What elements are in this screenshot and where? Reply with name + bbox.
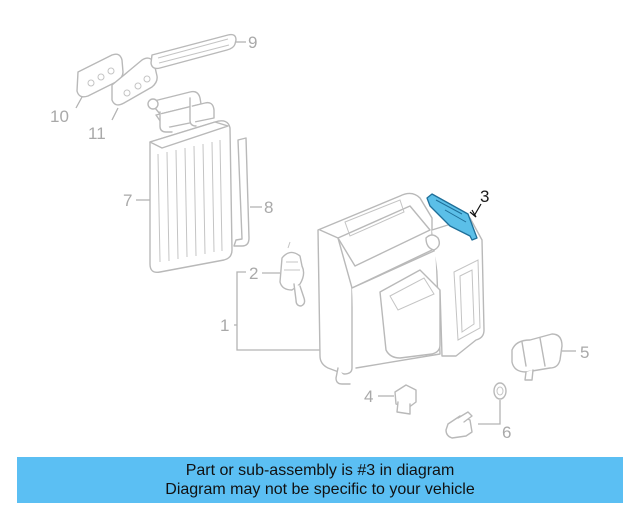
callout-7: 7 [123,191,132,210]
info-banner: Part or sub-assembly is #3 in diagram Di… [17,457,623,503]
part-2-actuator [279,241,306,307]
callout-10: 10 [50,107,69,126]
part-7-heater-core [149,120,233,274]
part-4-clip [394,384,417,415]
callout-2: 2 [249,264,258,283]
callout-6: 6 [502,423,511,442]
banner-line-disclaimer: Diagram may not be specific to your vehi… [165,481,475,498]
callout-4: 4 [364,387,373,406]
part-8-seal [233,137,250,247]
parts-diagram: 10 11 9 7 8 2 1 3 5 4 6 [50,33,589,442]
callout-8: 8 [264,198,273,217]
callout-5: 5 [580,343,589,362]
callout-11: 11 [88,124,106,143]
banner-line-part-number: Part or sub-assembly is #3 in diagram [185,462,455,479]
heater-core-pipes [147,90,215,133]
part-5-actuator [511,333,563,381]
callout-9: 9 [248,33,257,52]
part-1-heater-housing [317,192,485,385]
part-6-fasteners [445,382,507,439]
part-3-highlighted [426,193,478,241]
part-11-plate [111,57,158,106]
callout-3: 3 [480,187,489,206]
callout-1: 1 [220,316,229,335]
part-9-seal [150,33,237,70]
